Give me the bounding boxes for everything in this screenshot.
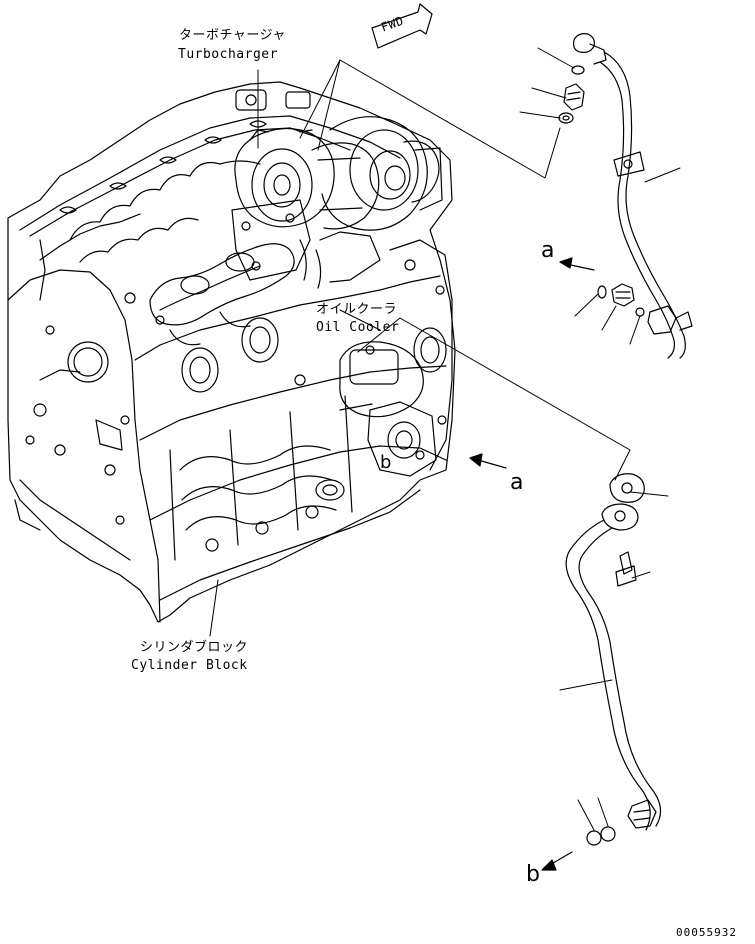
oil-cooler-label-en: Oil Cooler xyxy=(316,320,400,335)
leader-lines xyxy=(209,47,681,831)
cylinder-block-label-jp: シリンダブロック xyxy=(140,640,249,655)
reference-arrows xyxy=(469,257,595,871)
reference-b-lower: b xyxy=(526,862,540,887)
oil-cooler xyxy=(339,341,437,477)
turbocharger xyxy=(231,116,443,289)
oil-cooler-label-jp: オイルクーラ xyxy=(316,302,398,317)
fwd-arrow-icon xyxy=(371,3,433,49)
reference-b-engine: b xyxy=(380,452,392,473)
cylinder-block xyxy=(7,81,456,623)
reference-a-upper: a xyxy=(541,238,555,263)
oil-return-tube xyxy=(565,473,662,846)
oil-inlet-tube xyxy=(573,33,693,359)
drawing-number: 00055932 xyxy=(676,926,737,939)
reference-a-lower: a xyxy=(510,470,524,495)
turbocharger-label-en: Turbocharger xyxy=(178,47,278,62)
cylinder-block-label-en: Cylinder Block xyxy=(131,658,248,673)
exhaust-manifold xyxy=(149,243,295,346)
turbocharger-label-jp: ターボチャージャ xyxy=(179,28,286,43)
